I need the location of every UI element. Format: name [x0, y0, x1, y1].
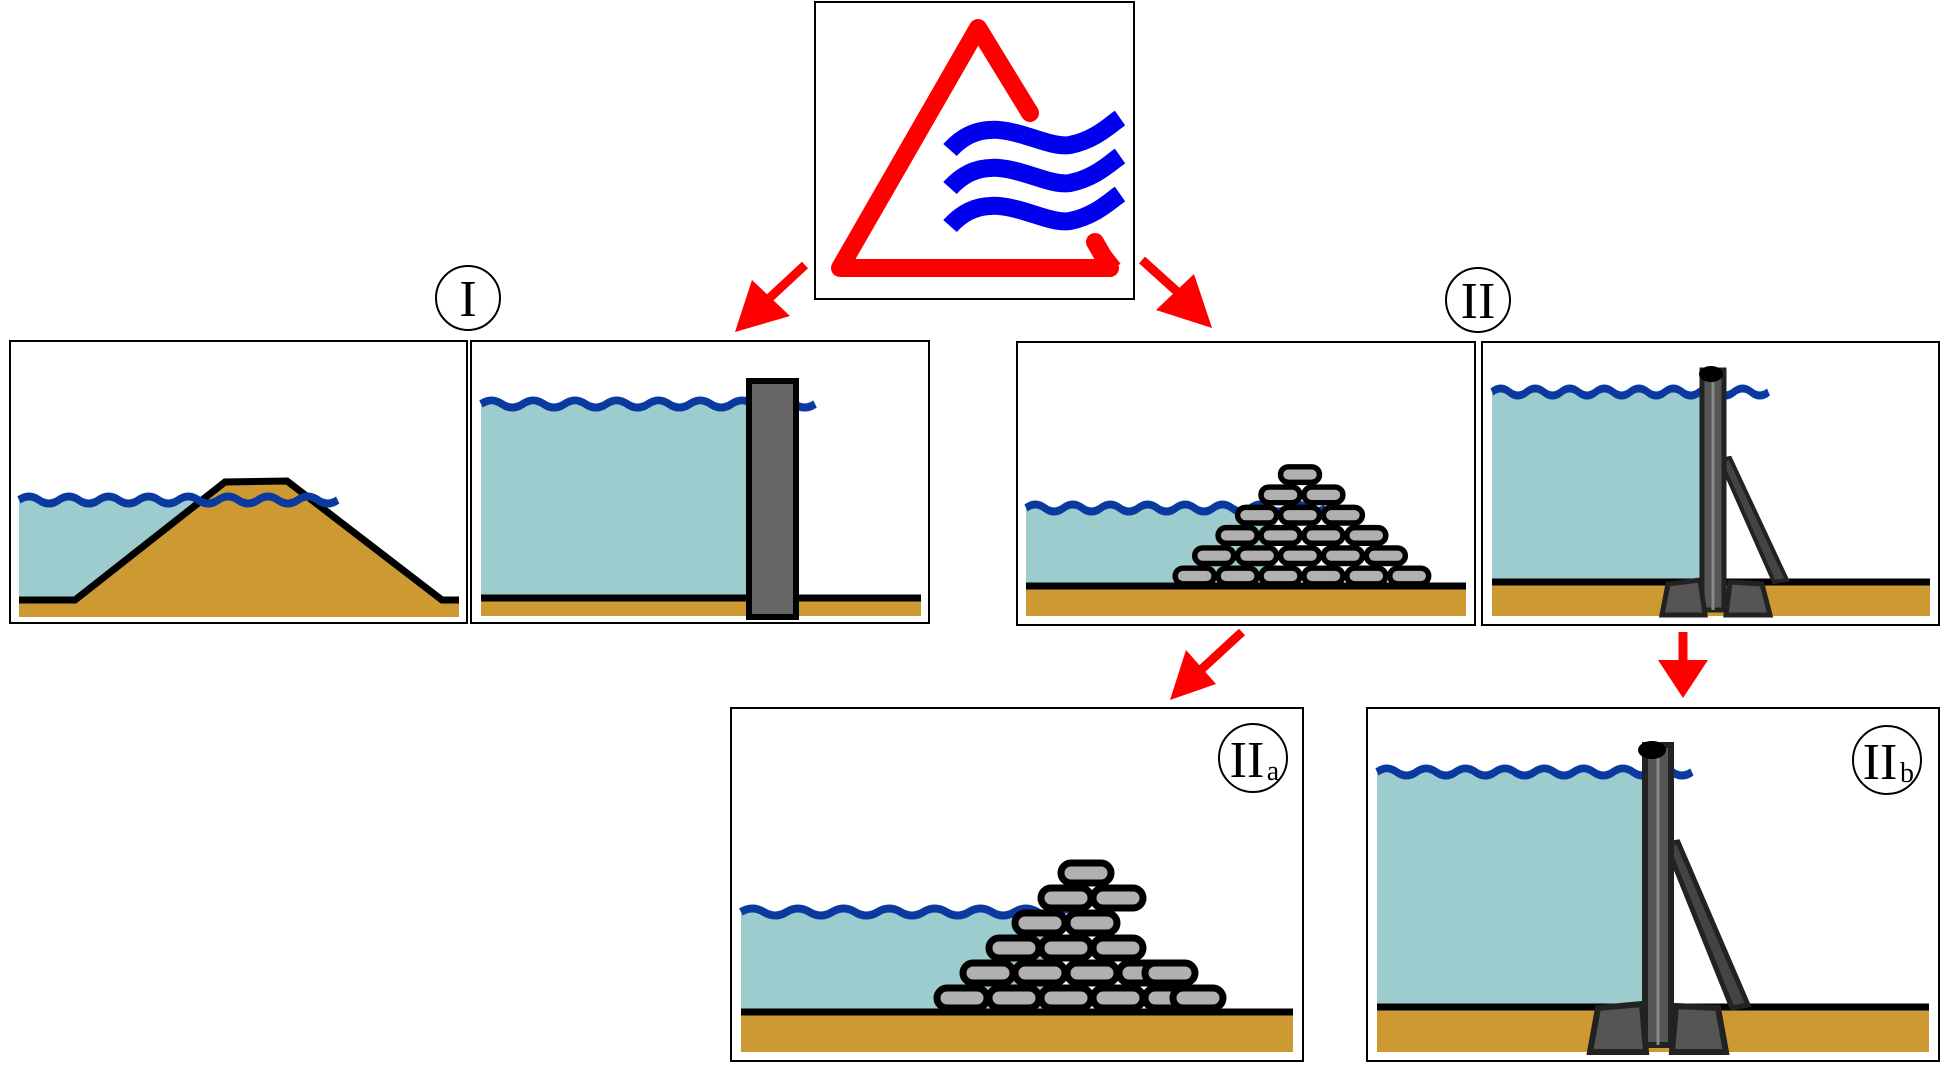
- panel-mobile-barrier: [1481, 341, 1940, 626]
- red-arrow-icon: [1658, 632, 1708, 698]
- category-label-2: II: [1445, 267, 1511, 333]
- category-label-2-text: II: [1461, 273, 1496, 330]
- category-label-2b-sub: b: [1900, 758, 1914, 789]
- panel-sandbags-detail: II a: [730, 707, 1304, 1062]
- panel-earth-dike: [9, 340, 468, 624]
- category-label-2a-sub: a: [1267, 756, 1280, 787]
- category-label-2a: II a: [1218, 723, 1288, 793]
- category-label-1-text: I: [459, 271, 476, 328]
- category-label-2b-main: II: [1863, 734, 1898, 791]
- panel-sandbags: [1016, 341, 1476, 626]
- category-label-2a-main: II: [1230, 732, 1265, 789]
- category-label-1: I: [435, 265, 501, 331]
- red-arrow-icon: [1138, 256, 1212, 328]
- red-arrow-icon: [735, 261, 809, 332]
- logo-panel: [814, 1, 1135, 300]
- red-arrow-icon: [1170, 628, 1246, 700]
- flood-protection-logo-icon: [831, 19, 1126, 277]
- panel-mobile-barrier-detail: II b: [1366, 707, 1940, 1062]
- category-label-2b: II b: [1852, 725, 1922, 795]
- panel-flood-wall: [470, 340, 930, 624]
